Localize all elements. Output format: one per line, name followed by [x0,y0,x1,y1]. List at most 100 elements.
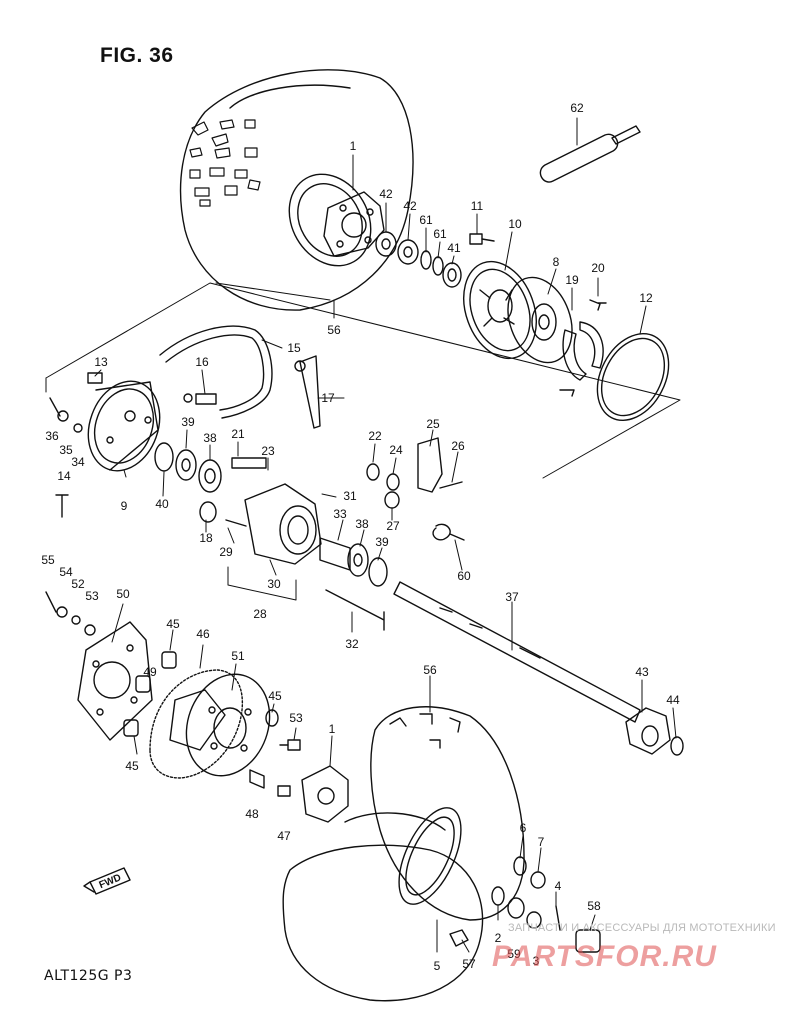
callout-33: 33 [333,507,347,521]
bolt-32 [325,589,385,631]
callout-48: 48 [245,807,259,821]
callout-45: 45 [166,617,180,631]
fwd-arrow [83,867,131,895]
callout-21: 21 [231,427,245,441]
callout-8: 8 [553,255,560,269]
callout-34: 34 [71,455,85,469]
callout-16: 16 [195,355,209,369]
lever-17 [294,355,321,429]
callout-25: 25 [426,417,440,431]
brake-shoes-19 [559,299,607,397]
callout-53: 53 [85,589,99,603]
callout-6: 6 [520,821,527,835]
callout-14: 14 [57,469,71,483]
upper-nut-stack [375,231,462,288]
upper-tire-drawing [179,69,414,311]
callout-47: 47 [277,829,291,843]
callout-4: 4 [555,879,562,893]
bearing-stack-right [319,537,388,587]
callout-38: 38 [203,431,217,445]
brake-drum-10 [463,260,537,360]
callout-18: 18 [199,531,213,545]
callout-29: 29 [219,545,233,559]
sprocket-46 [149,669,244,779]
callout-28: 28 [253,607,267,621]
wheel-rim-5 [282,807,484,1002]
axle-housing-9 [87,380,161,472]
right-small-parts [366,437,465,541]
callout-5: 5 [434,959,441,973]
seal-ring-12 [596,332,670,422]
callout-61: 61 [419,213,433,227]
watermark-tagline: ЗАПЧАСТИ И АКСЕССУАРЫ ДЛЯ МОТОТЕХНИКИ [508,922,776,934]
callout-56: 56 [423,663,437,677]
callout-45: 45 [268,689,282,703]
figure-title: FIG. 36 [100,44,174,67]
callout-3: 3 [533,954,540,968]
callout-1: 1 [350,139,357,153]
callout-30: 30 [267,577,281,591]
callout-35: 35 [59,443,73,457]
callout-37: 37 [505,590,519,604]
fitting-16 [183,393,217,405]
leader-lines [94,117,677,953]
callout-49: 49 [143,665,157,679]
callout-62: 62 [570,101,584,115]
callout-39: 39 [375,535,389,549]
plate-48-bolt-47 [249,769,291,797]
callout-20: 20 [591,261,605,275]
callout-2: 2 [495,931,502,945]
callout-51: 51 [231,649,245,663]
bolt-14 [55,494,69,518]
callout-31: 31 [343,489,357,503]
bolt-51 [279,739,301,751]
callout-57: 57 [462,957,476,971]
cap-58 [575,929,601,953]
callout-44: 44 [666,693,680,707]
callout-39: 39 [181,415,195,429]
bolt-29 [225,519,247,527]
callout-61: 61 [433,227,447,241]
callout-55: 55 [41,553,55,567]
callout-13: 13 [94,355,108,369]
bearing-holder-23 [231,457,322,565]
bolts-45 [123,651,177,737]
callout-58: 58 [587,899,601,913]
callout-50: 50 [116,587,130,601]
callout-9: 9 [121,499,128,513]
spacer-18 [199,501,217,523]
bearing-stack-left [154,442,222,493]
bolt-13 [87,372,103,384]
callout-54: 54 [59,565,73,579]
callout-27: 27 [386,519,400,533]
callout-56: 56 [327,323,341,337]
watermark-logo: PARTSFOR.RU [492,940,717,973]
hub-flange-lower [301,765,349,823]
brake-disc-49 [185,673,271,777]
callout-41: 41 [447,241,461,255]
callout-53: 53 [289,711,303,725]
callout-7: 7 [538,835,545,849]
callout-10: 10 [508,217,522,231]
callout-59: 59 [507,947,521,961]
special-tool-62 [539,125,641,183]
callout-24: 24 [389,443,403,457]
callout-15: 15 [287,341,301,355]
callout-42: 42 [403,199,417,213]
hub-43 [625,707,684,756]
callout-19: 19 [565,273,579,287]
small-parts-34-36 [49,397,83,433]
sprocket-carrier-50 [77,621,153,741]
lower-nut-stack [449,856,561,947]
washers-52-55 [45,591,96,636]
callout-17: 17 [321,391,335,405]
callout-45: 45 [125,759,139,773]
callout-32: 32 [345,637,359,651]
callout-60: 60 [457,569,471,583]
callout-11: 11 [471,199,484,213]
callout-22: 22 [368,429,382,443]
callout-labels: 6214242616141111081920125615161317363534… [41,101,680,973]
callout-43: 43 [635,665,649,679]
